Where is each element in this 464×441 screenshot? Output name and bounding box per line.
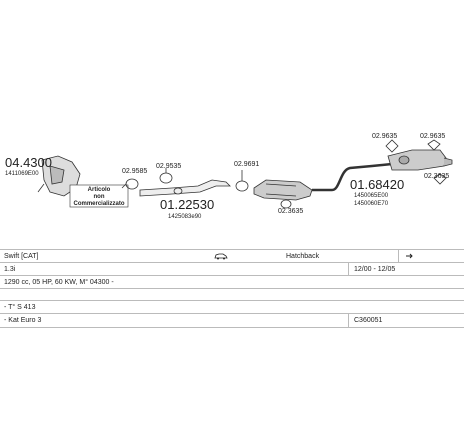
rear-muffler-code2: 1450060E70 xyxy=(354,201,389,207)
hanger-3-number: 02.3635 xyxy=(424,173,449,180)
gasket-part[interactable] xyxy=(235,170,249,192)
row-model: Swift [CAT] Hatchback xyxy=(0,249,464,263)
row-engine-code: - T° S 413 xyxy=(0,300,464,314)
clamp-1-number: 02.9585 xyxy=(122,168,147,175)
hanger-3-part[interactable] xyxy=(433,173,447,185)
vehicle-body: Hatchback xyxy=(286,253,320,260)
hanger-2-part[interactable] xyxy=(427,139,441,151)
row-catalyst-class: - Kat Euro 3 C360051 xyxy=(0,313,464,328)
gasket-number: 02.9691 xyxy=(234,161,259,168)
hanger-2-number: 02.9635 xyxy=(420,133,445,140)
note-line2: non xyxy=(94,194,105,200)
hanger-1-part[interactable] xyxy=(385,139,399,153)
rear-muffler-part[interactable] xyxy=(387,149,453,171)
door-handle-icon xyxy=(406,253,413,259)
rear-pipe-part[interactable] xyxy=(312,162,393,192)
front-pipe-code: 1425083e90 xyxy=(168,214,202,220)
vehicle-model: Swift [CAT] xyxy=(4,253,39,260)
vehicle-spec: 1290 cc, 05 HP, 60 KW, M° 04300 - xyxy=(4,279,114,286)
vehicle-engine: 1.3i xyxy=(4,266,16,273)
clamp-2-part[interactable] xyxy=(159,168,173,184)
front-pipe-part[interactable] xyxy=(139,179,231,197)
row-spec: 1290 cc, 05 HP, 60 KW, M° 04300 - xyxy=(0,275,464,289)
front-pipe-number: 01.22530 xyxy=(160,197,214,212)
vehicle-ref: C360051 xyxy=(354,317,383,324)
row-blank xyxy=(0,288,464,301)
catalyst-front-code: 1411069E00 xyxy=(5,171,39,177)
not-commercialized-note: Articolo non Commercializzato xyxy=(69,184,129,208)
vehicle-info-table: Swift [CAT] Hatchback 1.3i 12/00 - 12/05… xyxy=(0,249,464,329)
rear-muffler-number: 01.68420 xyxy=(350,177,404,192)
clamp-3-number: 02.3635 xyxy=(278,208,303,215)
note-line3: Commercializzato xyxy=(73,201,124,207)
exhaust-system-diagram: 04.4300 1411069E00 Articolo non Commerci… xyxy=(5,133,453,220)
catalyst-front-number: 04.4300 xyxy=(5,155,52,170)
vehicle-engine-code: - T° S 413 xyxy=(4,304,36,311)
clamp-3-part[interactable] xyxy=(280,199,292,209)
note-line1: Articolo xyxy=(88,187,111,193)
row-engine: 1.3i 12/00 - 12/05 xyxy=(0,262,464,276)
vehicle-years: 12/00 - 12/05 xyxy=(354,266,396,273)
rear-muffler-code1: 1450065E00 xyxy=(354,193,389,199)
car-silhouette-icon xyxy=(214,253,228,260)
vehicle-catalyst-class: - Kat Euro 3 xyxy=(4,317,42,324)
clamp-1-part[interactable] xyxy=(121,178,139,190)
middle-silencer-part[interactable] xyxy=(253,179,313,201)
hanger-1-number: 02.9635 xyxy=(372,133,397,140)
clamp-2-number: 02.9535 xyxy=(156,163,181,170)
